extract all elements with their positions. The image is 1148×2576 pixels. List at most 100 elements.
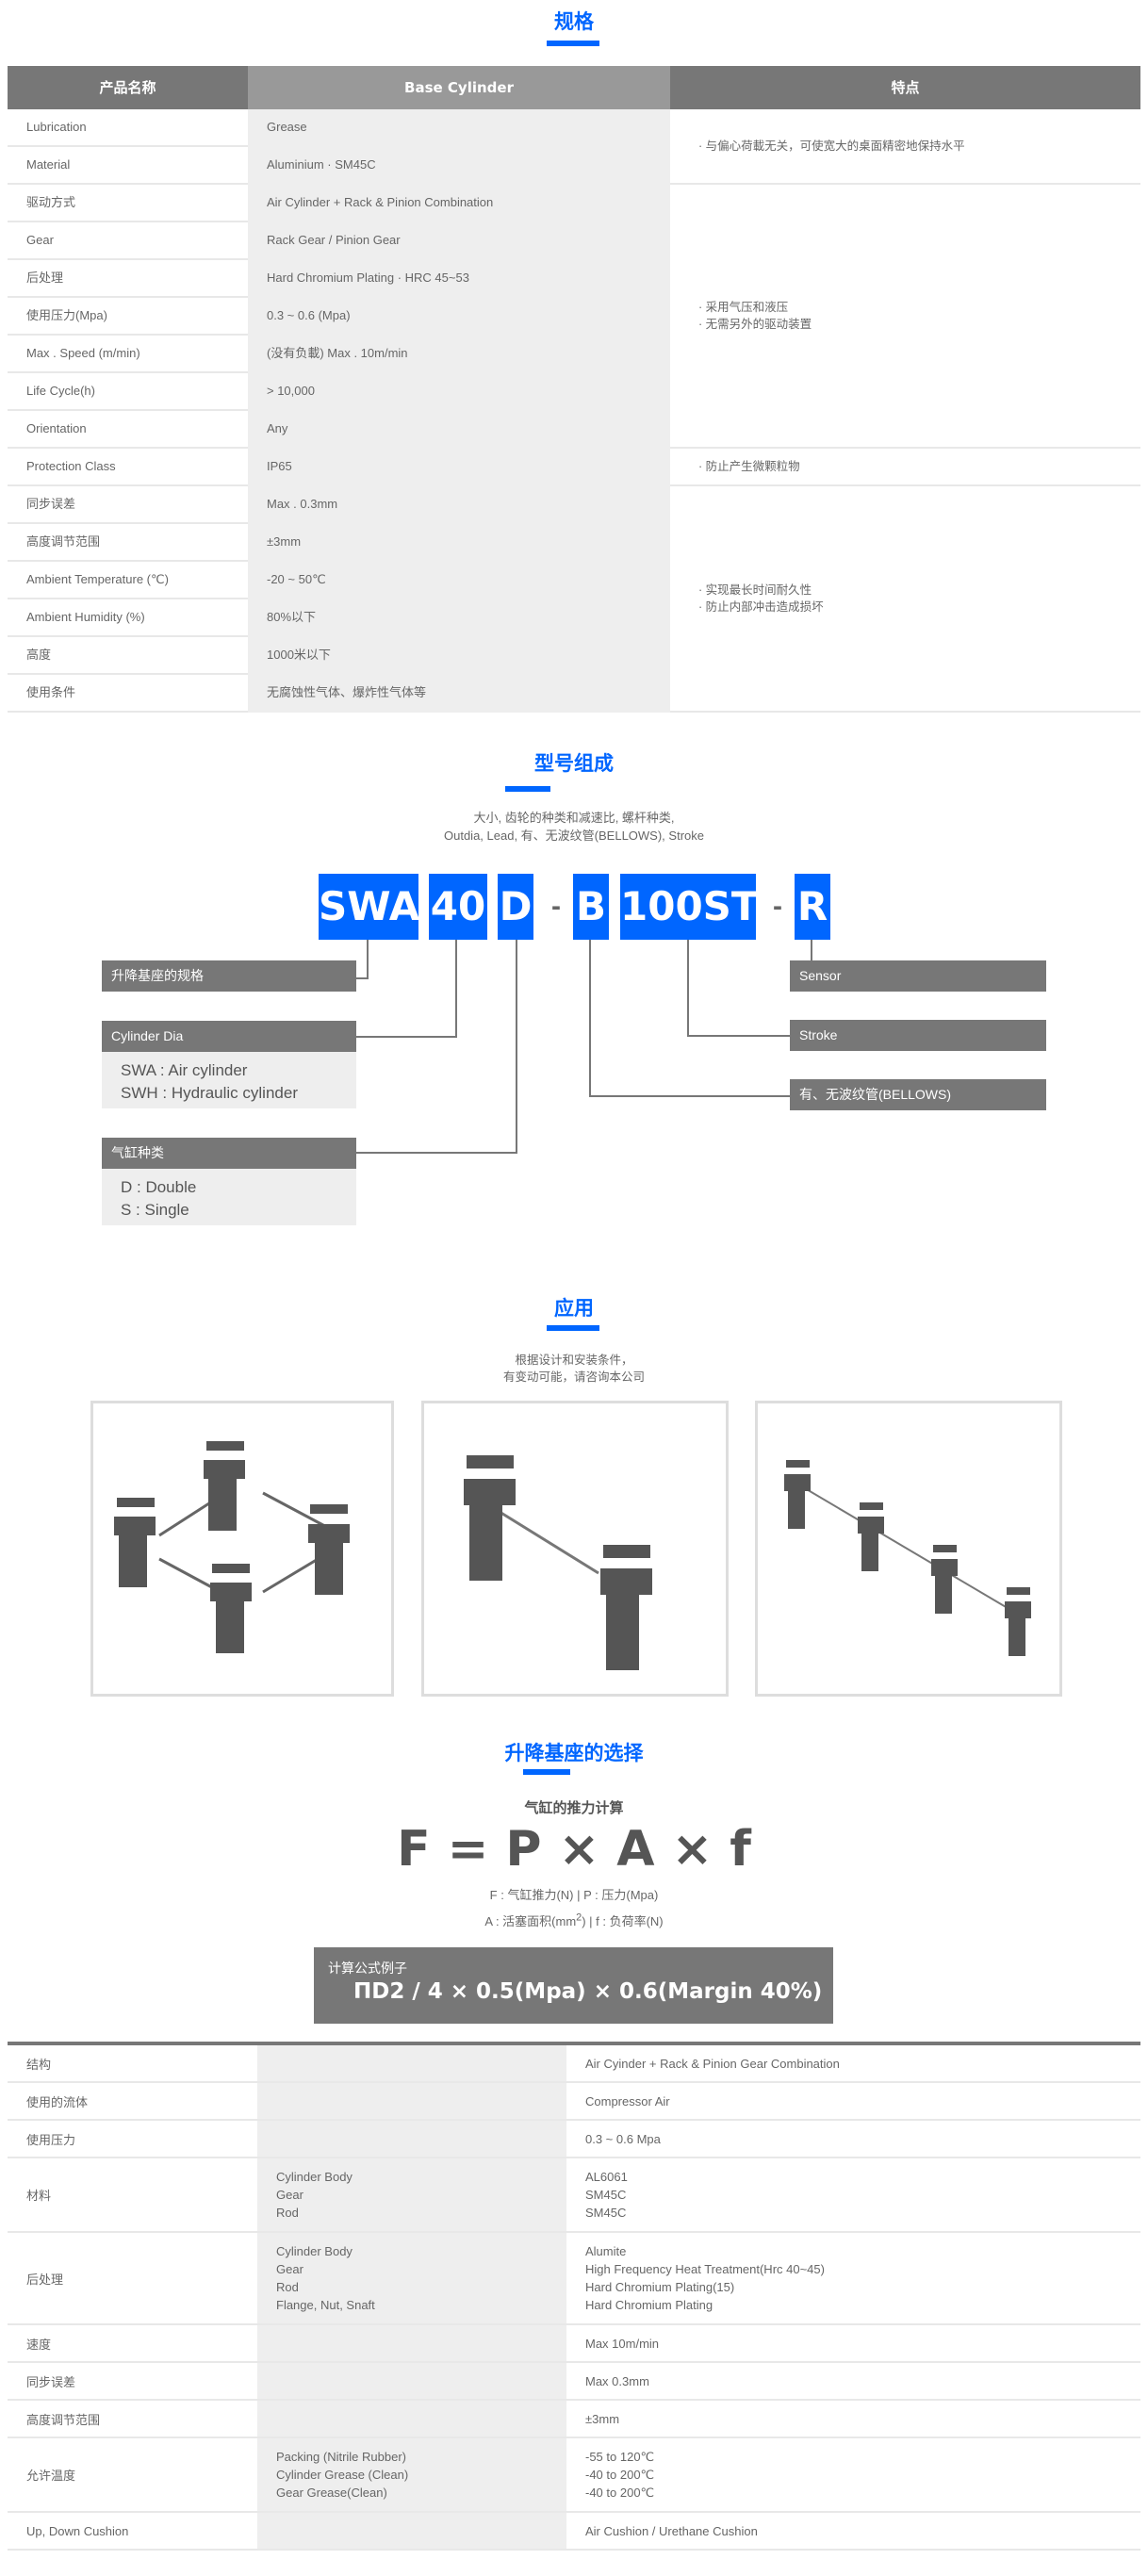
thrust-calc-subtitle: 气缸的推力计算: [524, 1800, 624, 1816]
spec-row-value: Air Cylinder + Rack & Pinion Combination: [248, 185, 670, 222]
feature-line: · 实现最长时间耐久性: [698, 583, 812, 597]
details-sub-item: Cylinder Grease (Clean): [276, 2468, 409, 2482]
spec-row-value: Max . 0.3mm: [248, 486, 670, 524]
spec-header-base-cylinder: Base Cylinder: [248, 66, 670, 109]
details-value: SM45C: [585, 2206, 627, 2220]
model-desc-line2: Outdia, Lead, 有、无波纹管(BELLOWS), Stroke: [444, 829, 704, 843]
spec-row: Ambient Temperature (℃)-20 ~ 50℃: [8, 562, 670, 599]
details-sub-cell: Packing (Nitrile Rubber)Cylinder Grease …: [257, 2438, 566, 2511]
spec-header-product-name: 产品名称: [8, 66, 248, 109]
spec-row-value: Grease: [248, 109, 670, 147]
application-desc-line1: 根据设计和安装条件，: [515, 1354, 633, 1367]
details-value: High Frequency Heat Treatment(Hrc 40~45): [585, 2262, 825, 2276]
spec-row-label: Ambient Temperature (℃): [26, 572, 169, 586]
model-code-series: SWA: [319, 874, 419, 940]
spec-row-label: 使用压力(Mpa): [26, 308, 107, 322]
details-label: 速度: [26, 2337, 52, 2352]
label-cylinder-type-body: D : Double S : Single: [102, 1169, 356, 1225]
details-value: Max 0.3mm: [585, 2373, 649, 2388]
details-label: 后处理: [26, 2272, 64, 2287]
application-title-underline: [547, 1325, 599, 1331]
label-series-spec: 升降基座的规格: [102, 960, 356, 992]
connector-line: [455, 940, 457, 1038]
application-image-two-post-linear: [421, 1401, 729, 1697]
details-sub-item: Cylinder Body: [276, 2170, 353, 2184]
connector-line: [589, 940, 591, 1096]
details-sub-cell: [257, 2325, 566, 2361]
model-code-bellows: B: [573, 874, 609, 940]
spec-row: 使用条件无腐蚀性气体、爆炸性气体等: [8, 675, 670, 713]
label-stroke: Stroke: [790, 1020, 1046, 1051]
feature-line: · 与偏心荷載无关，可使宽大的桌面精密地保持水平: [698, 139, 965, 153]
details-value-cell: 0.3 ~ 0.6 Mpa: [566, 2121, 1140, 2157]
details-row: 使用的流体 Compressor Air: [8, 2083, 1140, 2121]
details-sub-item: Cylinder Body: [276, 2244, 353, 2258]
spec-row-label: Max . Speed (m/min): [26, 346, 140, 360]
spec-row-label: Gear: [26, 233, 54, 247]
details-sub-cell: [257, 2513, 566, 2549]
spec-section-title: 规格: [554, 10, 594, 33]
lift-base-inline-illustration: [784, 1460, 1031, 1656]
connector-line: [516, 940, 517, 1154]
details-value: 0.3 ~ 0.6 Mpa: [585, 2131, 661, 2146]
spec-feature-cell: · 实现最长时间耐久性· 防止内部冲击造成损坏: [670, 486, 1140, 713]
formula-example-box: 计算公式例子 ΠD2 / 4 × 0.5(Mpa) × 0.6(Margin 4…: [314, 1947, 833, 2024]
spec-row-value: (没有负載) Max . 10m/min: [248, 336, 670, 373]
details-label: 使用的流体: [26, 2094, 89, 2109]
spec-row-label: 驱动方式: [26, 195, 76, 209]
spec-row-value: Any: [248, 411, 670, 449]
model-code-stroke: 100ST: [620, 874, 759, 940]
details-sub-item: Rod: [276, 2206, 299, 2220]
model-code-diameter: 40: [429, 874, 487, 940]
details-sub-item: Gear Grease(Clean): [276, 2486, 387, 2500]
spec-row: 使用压力(Mpa)0.3 ~ 0.6 (Mpa): [8, 298, 670, 336]
spec-row-label: Ambient Humidity (%): [26, 610, 145, 624]
spec-row: Gear Rack Gear / Pinion Gear: [8, 222, 670, 260]
model-code-sensor: R: [795, 874, 830, 940]
model-code-dash: -: [773, 891, 782, 922]
cylinder-dia-option: SWH : Hydraulic cylinder: [121, 1084, 298, 1102]
formula-legend-line2: A : 活塞面积(mm2) | f : 负荷率(N): [0, 1911, 1148, 1929]
label-cylinder-type: 气缸种类: [102, 1138, 356, 1169]
details-value-cell: Max 10m/min: [566, 2325, 1140, 2361]
formula-example-title: 计算公式例子: [328, 1961, 407, 1976]
legend-area: A : 活塞面积(mm: [484, 1914, 577, 1928]
spec-row-value: 1000米以下: [248, 637, 670, 675]
details-value: Alumite: [585, 2244, 627, 2258]
application-section-title: 应用: [554, 1297, 594, 1320]
label-sensor: Sensor: [790, 960, 1046, 992]
feature-line: · 采用气压和液压: [698, 301, 789, 314]
details-value: Max 10m/min: [585, 2336, 660, 2351]
details-label: Up, Down Cushion: [26, 2523, 129, 2538]
spec-row: Max . Speed (m/min) (没有负載) Max . 10m/min: [8, 336, 670, 373]
lift-base-square-illustration: [114, 1441, 350, 1653]
spec-row-label: 后处理: [26, 271, 64, 285]
connector-line: [356, 1152, 517, 1154]
spec-row-value: Rack Gear / Pinion Gear: [248, 222, 670, 260]
details-sub-cell: [257, 2401, 566, 2437]
connector-line: [811, 940, 812, 960]
spec-title-underline: [547, 41, 599, 46]
details-value-cell: Compressor Air: [566, 2083, 1140, 2119]
lift-base-two-post-illustration: [464, 1455, 652, 1670]
spec-row: 驱动方式 Air Cylinder + Rack & Pinion Combina…: [8, 185, 670, 222]
spec-row-value: 80%以下: [248, 599, 670, 637]
details-sub-item: Rod: [276, 2280, 299, 2294]
spec-row-value: ±3mm: [248, 524, 670, 562]
spec-header-features: 特点: [670, 66, 1140, 109]
cylinder-type-option: D : Double: [121, 1178, 197, 1196]
details-value-cell: Air Cushion / Urethane Cushion: [566, 2513, 1140, 2549]
details-sub-item: Gear: [276, 2262, 303, 2276]
details-value: Hard Chromium Plating(15): [585, 2280, 735, 2294]
details-label: 高度调节范围: [26, 2412, 101, 2427]
